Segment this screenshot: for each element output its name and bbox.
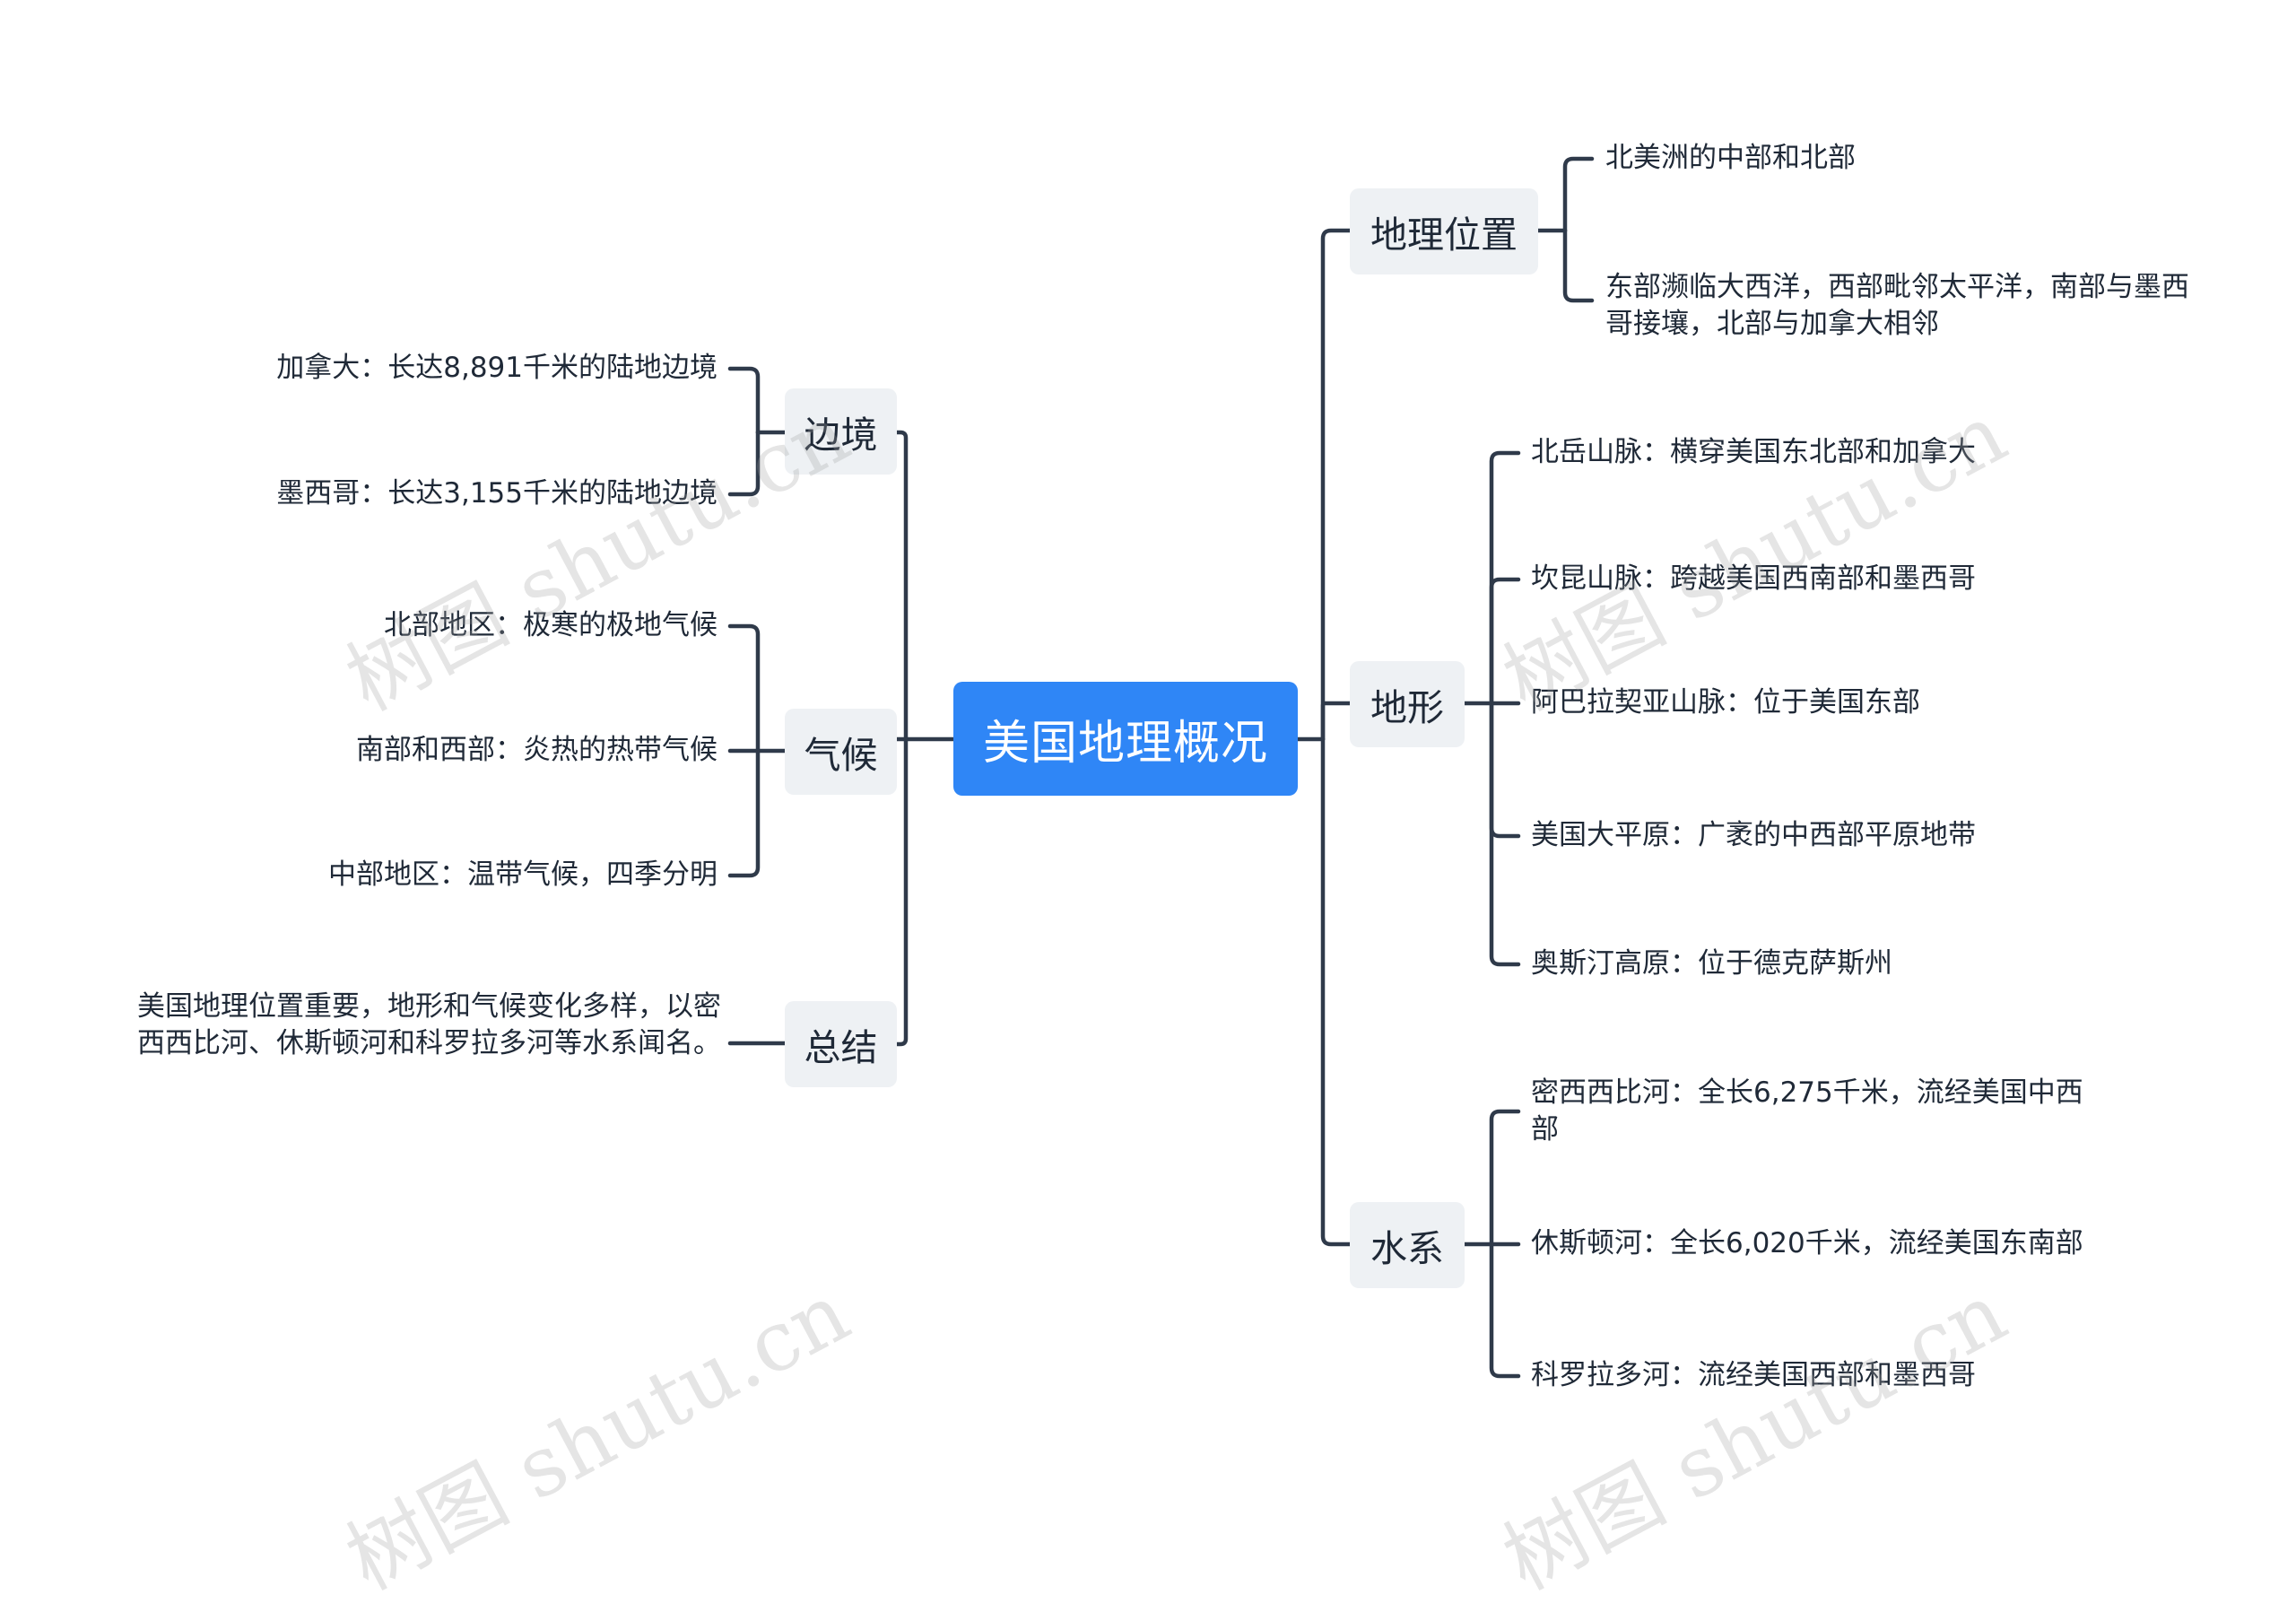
branch-terrain-label: 地形 — [1370, 686, 1444, 729]
branch-border-label: 边境 — [804, 414, 878, 457]
leaf-climate-south-west[interactable]: 南部和西部：炎热的热带气候 — [356, 734, 718, 766]
leaf-terrain-2[interactable]: 坎昆山脉：跨越美国西南部和墨西哥 — [1531, 562, 1976, 595]
leaf-location-1[interactable]: 北美洲的中部和北部 — [1605, 142, 1856, 174]
leaf-water-3[interactable]: 科罗拉多河：流经美国西部和墨西哥 — [1531, 1359, 1976, 1391]
leaf-climate-central[interactable]: 中部地区：温带气候，四季分明 — [328, 858, 718, 891]
branch-border[interactable]: 边境 — [785, 388, 897, 475]
branch-climate[interactable]: 气候 — [785, 709, 897, 795]
leaf-border-mexico[interactable]: 墨西哥：长达3,155千米的陆地边境 — [276, 477, 718, 510]
leaf-terrain-5[interactable]: 奥斯汀高原：位于德克萨斯州 — [1531, 947, 1892, 980]
branch-climate-label: 气候 — [804, 734, 878, 777]
leaf-summary-text[interactable]: 美国地理位置重要，地形和气候变化多样，以密西西比河、休斯顿河和科罗拉多河等水系闻… — [137, 990, 721, 1059]
branch-summary-label: 总结 — [804, 1026, 878, 1069]
branch-water-label: 水系 — [1370, 1227, 1444, 1270]
leaf-terrain-4[interactable]: 美国大平原：广袤的中西部平原地带 — [1531, 819, 1976, 851]
root-topic[interactable]: 美国地理概况 — [953, 682, 1298, 796]
leaf-location-2[interactable]: 东部濒临大西洋，西部毗邻太平洋，南部与墨西哥接壤，北部与加拿大相邻 — [1605, 271, 2189, 340]
branch-location[interactable]: 地理位置 — [1350, 188, 1538, 274]
root-topic-label: 美国地理概况 — [982, 717, 1268, 771]
branch-summary[interactable]: 总结 — [785, 1001, 897, 1087]
connector-lines — [727, 156, 1595, 1379]
branch-location-label: 地理位置 — [1370, 213, 1518, 257]
leaf-climate-north[interactable]: 北部地区：极寒的极地气候 — [384, 609, 718, 641]
leaf-terrain-1[interactable]: 北岳山脉：横穿美国东北部和加拿大 — [1531, 436, 1976, 468]
branch-water[interactable]: 水系 — [1350, 1202, 1465, 1288]
leaf-border-canada[interactable]: 加拿大：长达8,891千米的陆地边境 — [276, 352, 718, 384]
leaf-water-1[interactable]: 密西西比河：全长6,275千米，流经美国中西部 — [1531, 1076, 2083, 1146]
branch-terrain[interactable]: 地形 — [1350, 661, 1465, 747]
leaf-water-2[interactable]: 休斯顿河：全长6,020千米，流经美国东南部 — [1531, 1227, 2083, 1259]
leaf-terrain-3[interactable]: 阿巴拉契亚山脉：位于美国东部 — [1531, 686, 1920, 719]
